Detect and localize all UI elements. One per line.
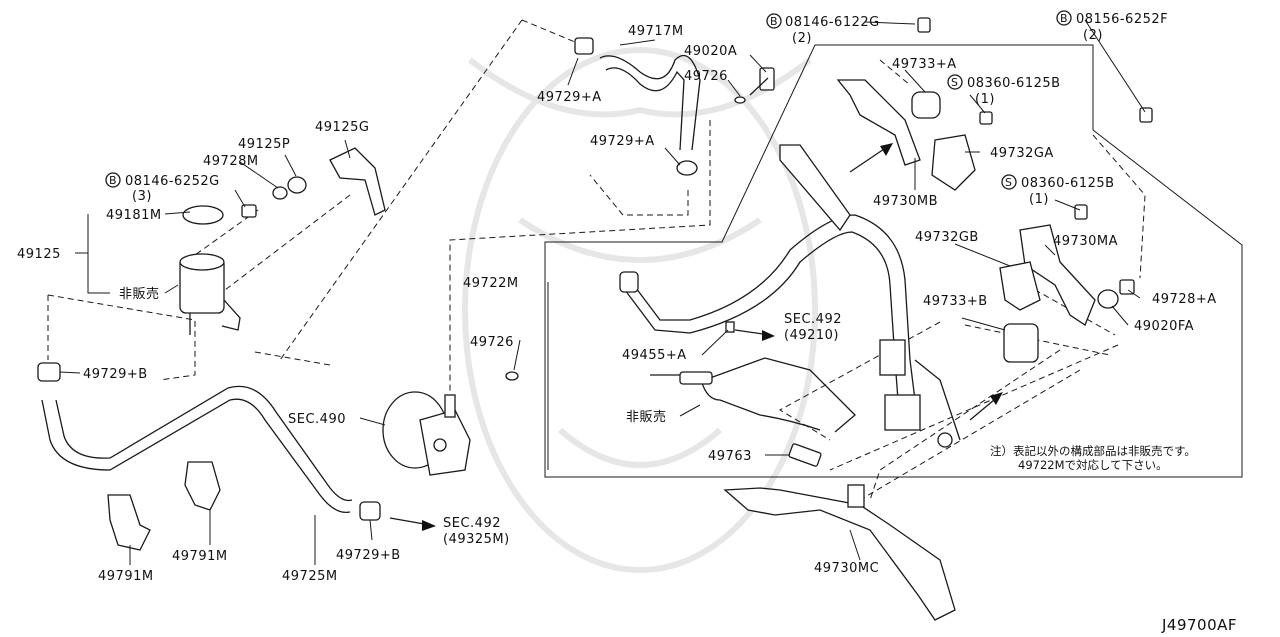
screw-marker-s1: S <box>951 76 958 89</box>
label-08360-6125B-top: 08360-6125B <box>967 76 1061 91</box>
bracket-49730MC[interactable] <box>723 484 956 621</box>
clip-49791M-a[interactable] <box>107 494 151 551</box>
clamp-49729B-left[interactable] <box>37 362 61 382</box>
sensor-49763[interactable] <box>788 443 822 467</box>
bolt-49020A[interactable] <box>734 67 775 104</box>
label-49455A: 49455+A <box>622 348 687 363</box>
label-49717M: 49717M <box>628 24 684 39</box>
label-49791M-b: 49791M <box>172 549 228 564</box>
label-08156-6252F-qty: (2) <box>1083 28 1103 43</box>
label-08360-6125B-mid-qty: (1) <box>1029 192 1049 207</box>
label-sec490: SEC.490 <box>288 412 346 427</box>
label-49726-mid: 49726 <box>470 335 514 350</box>
label-sec492-upper: SEC.492 <box>784 312 842 327</box>
label-49728A: 49728+A <box>1152 292 1217 307</box>
pipe-49722M[interactable] <box>619 144 961 448</box>
label-49722M: 49722M <box>463 276 519 291</box>
part-labels: 49717M 49020A 49726 49729+A 49729+A B 08… <box>17 10 1237 634</box>
clip-49791M-b[interactable] <box>184 461 221 511</box>
label-49125G: 49125G <box>315 120 369 135</box>
sensor-pipe[interactable] <box>650 321 856 433</box>
label-08156-6252F: 08156-6252F <box>1076 12 1168 27</box>
watermark-emblem <box>462 47 818 573</box>
label-49730MC: 49730MC <box>814 561 879 576</box>
bolt-marker-b3: B <box>109 174 117 187</box>
label-49020FA: 49020FA <box>1134 319 1194 334</box>
label-08360-6125B-top-qty: (1) <box>975 92 995 107</box>
reservoir-tank[interactable] <box>179 205 241 335</box>
hose-49717M[interactable] <box>574 37 701 176</box>
label-49020A: 49020A <box>684 44 737 59</box>
label-hanbai-left: 非販売 <box>119 286 160 302</box>
screw-marker-s2: S <box>1005 176 1012 189</box>
note-line-2: 49722Mで対応して下さい。 <box>1018 458 1168 472</box>
washer-49726-mid[interactable] <box>505 371 519 381</box>
label-08360-6125B-mid: 08360-6125B <box>1021 176 1115 191</box>
label-49732GB: 49732GB <box>915 230 979 245</box>
bracket-49125G[interactable] <box>241 147 386 218</box>
label-49729B-left: 49729+B <box>83 367 148 382</box>
note-line-1: 注）表記以外の構成部品は非販売です。 <box>990 444 1196 458</box>
bolt-marker-b1: B <box>770 15 778 28</box>
label-49730MB: 49730MB <box>873 194 938 209</box>
label-49791M-a: 49791M <box>98 569 154 584</box>
label-08146-6122G-qty: (2) <box>792 31 812 46</box>
label-08146-6122G: 08146-6122G <box>785 15 880 30</box>
label-49729A-top: 49729+A <box>537 90 602 105</box>
label-49732GA: 49732GA <box>990 146 1054 161</box>
label-hanbai-mid: 非販売 <box>626 409 667 425</box>
label-49725M: 49725M <box>282 569 338 584</box>
diagram-id: J49700AF <box>1161 616 1237 634</box>
label-sec492-lower: SEC.492 <box>443 516 501 531</box>
label-49125P: 49125P <box>238 137 290 152</box>
label-49181M: 49181M <box>106 208 162 223</box>
bracket-49730MB[interactable] <box>836 17 1153 191</box>
pipe-assembly-box <box>544 44 1243 478</box>
label-08146-6252G-qty: (3) <box>132 189 152 204</box>
bolt-marker-b2: B <box>1060 12 1068 25</box>
direction-arrows <box>389 143 1003 531</box>
label-08146-6252G: 08146-6252G <box>125 174 220 189</box>
label-49733B: 49733+B <box>923 294 988 309</box>
label-49728M: 49728M <box>203 154 259 169</box>
leader-lines <box>59 19 1146 565</box>
label-49125: 49125 <box>17 247 61 262</box>
label-sec492-lower-ref: (49325M) <box>443 532 510 547</box>
label-49763: 49763 <box>708 449 752 464</box>
label-49733A: 49733+A <box>892 57 957 72</box>
label-49729B-bottom: 49729+B <box>336 548 401 563</box>
label-sec492-upper-ref: (49210) <box>784 328 839 343</box>
label-49729A-mid: 49729+A <box>590 134 655 149</box>
label-49730MA: 49730MA <box>1053 234 1118 249</box>
label-49726-top: 49726 <box>684 69 728 84</box>
hose-49725M[interactable] <box>41 385 381 521</box>
steering-pump[interactable] <box>382 391 471 476</box>
bracket-49730MA[interactable] <box>999 204 1135 363</box>
